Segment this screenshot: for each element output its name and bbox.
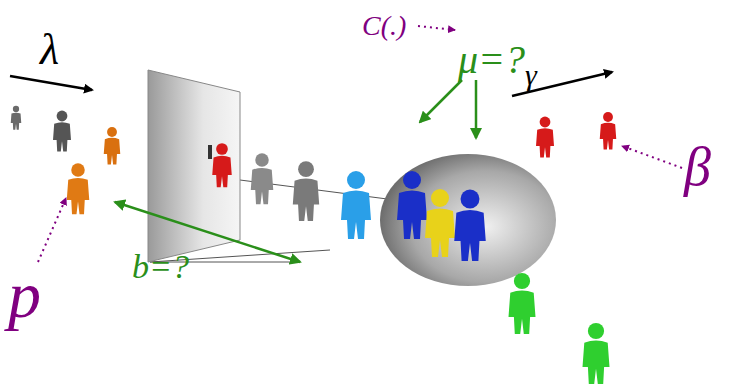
abandon-rate-label: γ [525,60,537,90]
arriving-people [11,106,121,214]
arrival-rate-label: λ [40,28,59,72]
server-area [380,154,556,286]
cost-pointer [418,26,455,30]
arrival-arrow [10,76,92,90]
beta-pointer [622,146,682,168]
buffer-label: b=? [132,250,189,284]
service-rate-label: μ=? [458,40,525,80]
server-people [397,171,486,261]
queue-people [212,143,371,239]
p-pointer [38,198,66,262]
cost-label: C(.) [362,12,406,40]
door [148,70,240,262]
leaving-people [509,112,617,384]
mu-arrow [475,80,478,138]
p-label: p [8,262,41,328]
mu-arrow [420,80,462,122]
beta-label: β [684,140,711,194]
